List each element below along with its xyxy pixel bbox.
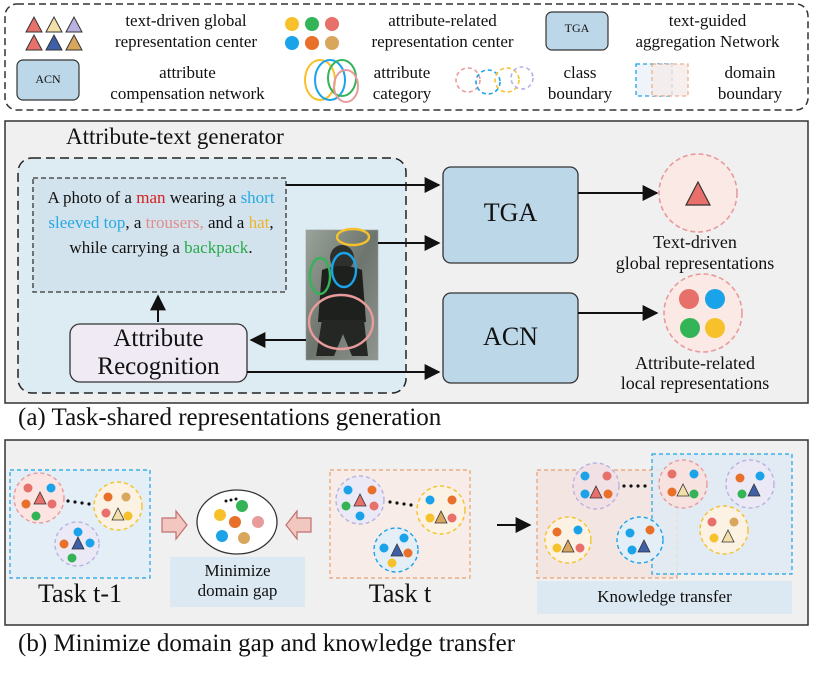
dots-legend-icon (285, 17, 339, 50)
attribute-category-legend-icon (304, 59, 359, 103)
panel-a-arrows (150, 177, 659, 380)
attribute-sentence: A photo of a man wearing a short sleeved… (47, 188, 275, 257)
caption-b: (b) Minimize domain gap and knowledge tr… (18, 630, 516, 657)
global-center-triangle (685, 180, 711, 206)
legend-acn-abbr: ACN (35, 72, 61, 86)
arrow-right-pink (161, 509, 188, 541)
word-hat: hat (248, 213, 270, 232)
knowledge-label-box (537, 581, 792, 614)
word-backpack: backpack (184, 238, 249, 257)
word-top: short sleeved top (48, 188, 275, 232)
word-trousers: trousers, (145, 213, 204, 232)
tga-legend-box (545, 11, 609, 51)
minimize-box (170, 557, 305, 607)
triangle-legend-icon (25, 15, 83, 51)
task-cur-points (341, 485, 457, 568)
tga-label: TGA (483, 198, 538, 227)
sentence-box (32, 177, 287, 293)
knowledge-points (552, 469, 765, 555)
tga-box (442, 166, 579, 264)
acn-label: ACN (483, 322, 538, 351)
acn-legend-box (16, 59, 80, 101)
merged-points (214, 497, 264, 544)
word-man: man (136, 188, 166, 207)
attribute-ellipses (307, 227, 375, 351)
legend-tga-abbr: TGA (564, 21, 590, 35)
attribute-recognition-box (69, 323, 248, 383)
task-prev-label: Task t-1 (37, 579, 123, 608)
generator-title: Attribute-text generator (66, 124, 284, 149)
local-rep-circle (663, 273, 743, 353)
task-cur-label: Task t (368, 579, 432, 608)
arrow-left-pink (285, 509, 312, 541)
local-rep-dots (679, 289, 725, 338)
caption-a: (a) Task-shared representations generati… (18, 404, 442, 431)
knowledge-label: Knowledge transfer (597, 587, 732, 606)
acn-box (442, 292, 579, 384)
domain-boundary-legend-icon (635, 63, 689, 97)
task-prev-points (21, 483, 133, 563)
class-boundary-legend-icon (455, 66, 534, 95)
